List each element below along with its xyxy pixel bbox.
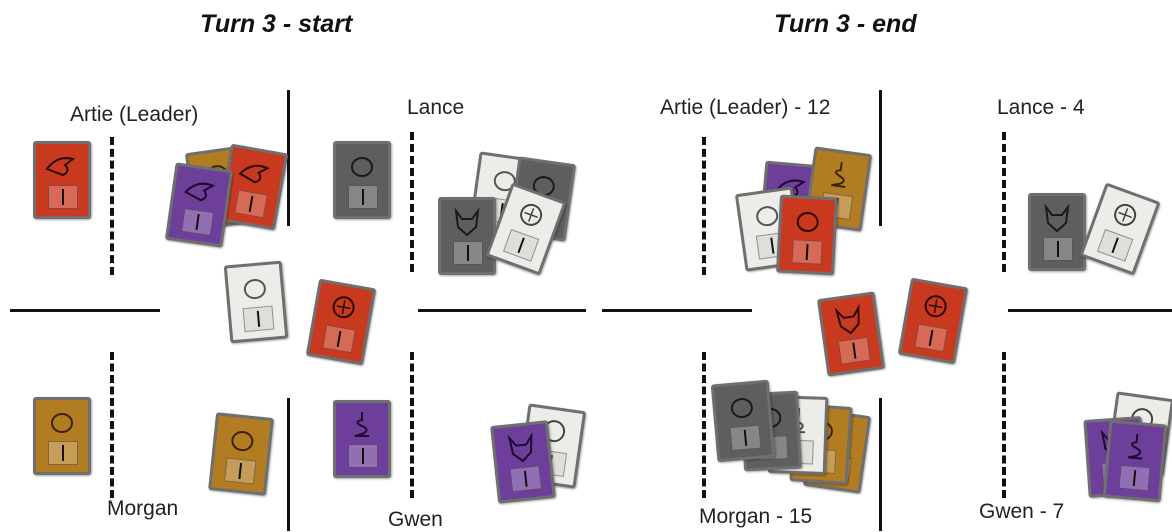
card-rules-panel xyxy=(453,241,483,265)
snake-icon xyxy=(1128,434,1143,460)
panel-turn-3-end: Turn 3 - end Artie (Leader) - 12 Lance -… xyxy=(586,0,1172,531)
fox-icon xyxy=(507,432,533,463)
seat-divider-gwen xyxy=(1002,352,1006,498)
card-red-mouse[interactable] xyxy=(775,194,839,276)
card-gold-mouse[interactable] xyxy=(33,397,91,475)
card-rules-panel xyxy=(791,239,823,265)
player-label-gwen: Gwen - 7 xyxy=(979,500,1065,523)
card-rules-panel xyxy=(48,185,78,209)
seat-divider-morgan xyxy=(702,352,706,498)
card-rules-panel xyxy=(1096,228,1134,262)
card-grey-fox[interactable] xyxy=(1028,193,1086,271)
seat-divider-lance xyxy=(410,132,414,272)
net-icon xyxy=(520,203,543,226)
card-grey-mouse[interactable] xyxy=(710,379,776,463)
card-purple-snake[interactable] xyxy=(1102,419,1168,503)
card-rules-panel xyxy=(837,336,871,365)
seat-divider-artie xyxy=(702,137,706,275)
player-label-morgan: Morgan - 15 xyxy=(699,505,813,528)
player-label-lance: Lance - 4 xyxy=(997,96,1085,119)
card-red-net[interactable] xyxy=(305,278,377,366)
snake-icon xyxy=(354,412,369,437)
card-red-net[interactable] xyxy=(897,277,969,365)
player-label-lance: Lance xyxy=(407,96,465,119)
seat-divider-artie xyxy=(110,137,114,275)
mouse-icon xyxy=(231,431,254,452)
fox-icon xyxy=(834,303,860,335)
card-gold-mouse[interactable] xyxy=(208,412,274,496)
card-grey-mouse[interactable] xyxy=(333,141,391,219)
seat-divider-gwen xyxy=(410,352,414,498)
panel-turn-3-start: Turn 3 - start Artie (Leader) Lance Morg… xyxy=(0,0,587,531)
card-white-net[interactable] xyxy=(485,182,567,276)
player-label-artie: Artie (Leader) - 12 xyxy=(660,96,831,119)
mouse-icon xyxy=(756,206,779,227)
card-white-mouse[interactable] xyxy=(223,260,289,344)
bird-icon xyxy=(184,182,216,202)
card-rules-panel xyxy=(181,208,215,236)
card-rules-panel xyxy=(1118,464,1151,492)
card-red-fox[interactable] xyxy=(816,291,886,377)
card-rules-panel xyxy=(322,324,356,354)
panel-title: Turn 3 - start xyxy=(200,10,353,38)
player-label-artie: Artie (Leader) xyxy=(70,103,199,126)
card-rules-panel xyxy=(348,185,378,209)
seat-divider-lance xyxy=(1002,132,1006,272)
table-divider-left xyxy=(602,309,752,312)
mouse-icon xyxy=(351,157,373,177)
seat-divider-morgan xyxy=(110,352,114,498)
card-rules-panel xyxy=(348,444,378,468)
card-rules-panel xyxy=(234,189,268,219)
card-rules-panel xyxy=(509,465,542,493)
panel-title: Turn 3 - end xyxy=(774,10,917,38)
mouse-icon xyxy=(51,413,73,433)
card-rules-panel xyxy=(242,305,275,333)
mouse-icon xyxy=(243,279,266,300)
card-grey-fox[interactable] xyxy=(438,197,496,275)
table-divider-bottom xyxy=(879,398,882,531)
bird-icon xyxy=(45,157,76,177)
net-icon xyxy=(924,295,947,318)
player-label-morgan: Morgan xyxy=(107,497,179,520)
card-purple-bird[interactable] xyxy=(164,162,234,248)
mouse-icon xyxy=(730,398,753,419)
table-divider-right xyxy=(418,309,586,312)
card-rules-panel xyxy=(502,228,540,262)
table-divider-top xyxy=(287,90,290,226)
card-rules-panel xyxy=(224,457,257,485)
card-rules-panel xyxy=(914,323,948,353)
card-rules-panel xyxy=(1043,237,1073,261)
card-red[interactable] xyxy=(217,143,289,231)
card-purple-fox[interactable] xyxy=(490,420,556,504)
bird-icon xyxy=(238,164,270,184)
snake-icon xyxy=(831,162,846,188)
player-label-gwen: Gwen xyxy=(388,508,443,531)
card-white-net[interactable] xyxy=(1079,182,1161,276)
mouse-icon xyxy=(796,212,819,233)
net-icon xyxy=(332,296,355,319)
card-white-mouse[interactable] xyxy=(734,186,804,272)
table-divider-left xyxy=(10,309,160,312)
card-red-bird[interactable] xyxy=(33,141,91,219)
table-divider-right xyxy=(1008,309,1172,312)
fox-icon xyxy=(454,207,480,237)
table-divider-top xyxy=(879,90,882,226)
card-purple-snake[interactable] xyxy=(333,400,391,478)
fox-icon xyxy=(1044,203,1070,233)
card-gold-snake[interactable] xyxy=(803,146,873,232)
card-rules-panel xyxy=(48,441,78,465)
table-divider-bottom xyxy=(287,398,290,531)
net-icon xyxy=(1114,203,1137,226)
card-rules-panel xyxy=(729,424,762,452)
